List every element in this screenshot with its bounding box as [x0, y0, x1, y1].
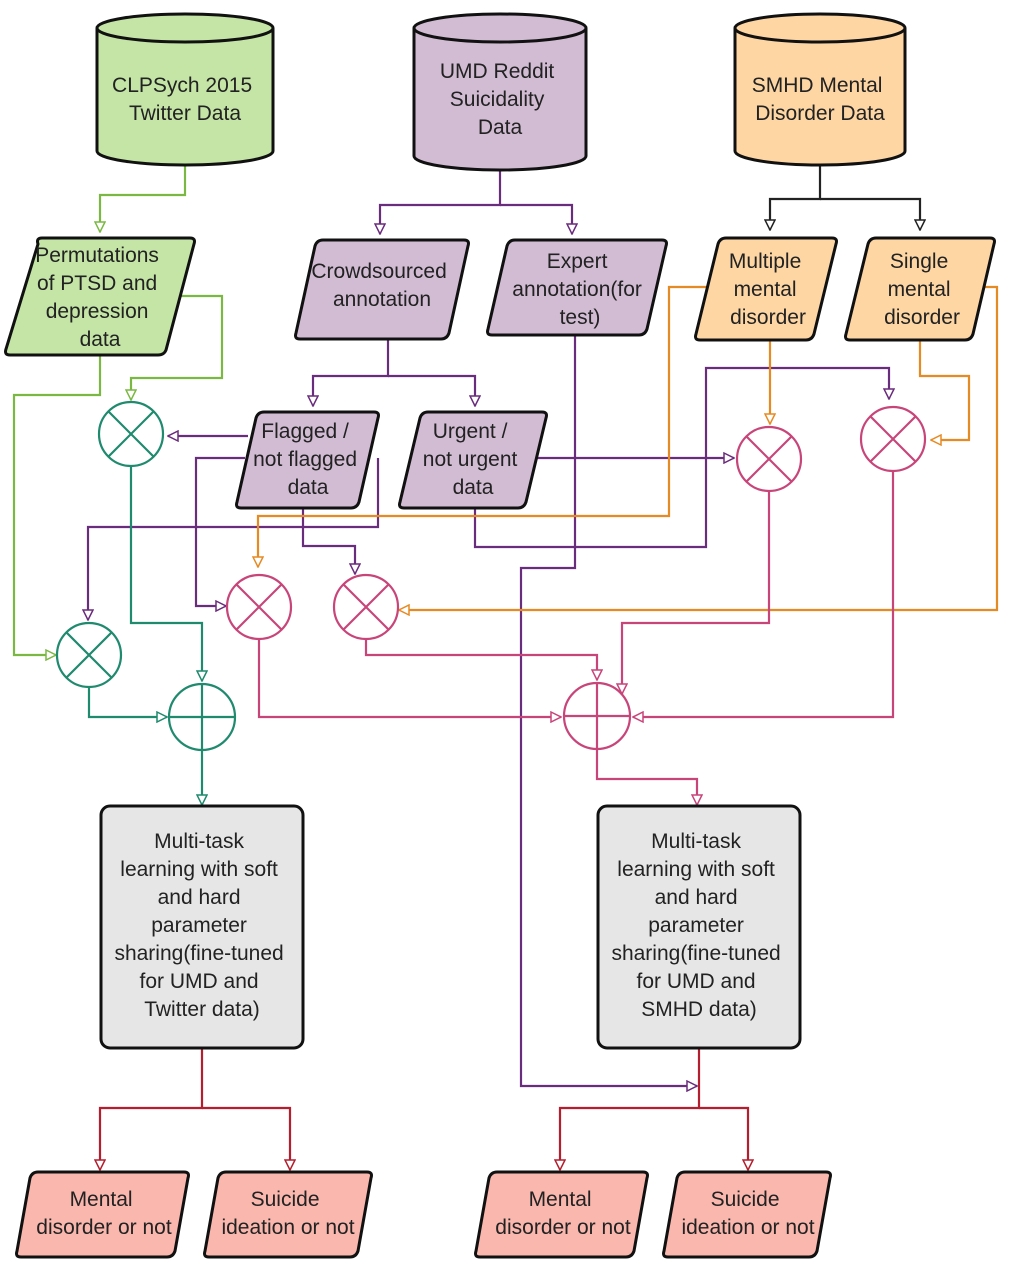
pink-multiply-operator-flagged: [225, 573, 293, 641]
teal-connectors: [87, 467, 202, 805]
pink-mult2-to-sum-line: [364, 640, 597, 680]
right-model-box: Multi-task learning with soft and hard p…: [596, 804, 802, 1050]
green-connectors: [12, 162, 224, 655]
expert-to-output-line: [519, 335, 697, 1086]
teal-sum-operator: [167, 682, 237, 752]
single-disorder-node: Single mental disorder: [844, 236, 996, 342]
multiple-disorder-node: Multiple mental disorder: [694, 236, 838, 342]
reddit-data-label: UMD Reddit Suicidality Data: [440, 60, 560, 139]
urgent-node: Urgent / not urgent data: [398, 410, 548, 510]
urgent-to-single-mult-line: [473, 366, 889, 549]
single-to-pink-mult2-line: [399, 285, 999, 610]
twitter-to-permutations-line: [100, 162, 187, 232]
crowdsourced-split-line: [313, 339, 390, 406]
connectors: [12, 162, 999, 1170]
black-connectors: [770, 163, 920, 230]
purple-connectors: [88, 168, 889, 1086]
right-model-split-line: [560, 1048, 701, 1170]
flagged-node: Flagged / not flagged data: [235, 410, 380, 510]
pink-mult-to-sum-line: [257, 640, 561, 717]
smhd-split-line: [770, 163, 822, 230]
pink-sum-to-model-line: [595, 749, 697, 805]
operators: [55, 400, 927, 752]
permutations-to-lower-mult-line: [12, 355, 102, 655]
teal-mult-to-sum-line: [129, 467, 202, 681]
flagged-label: Flagged / not flagged data: [253, 420, 363, 499]
pink-multiply-operator-multiple: [735, 425, 803, 493]
left-model-label: Multi-task learning with soft and hard p…: [114, 830, 289, 1021]
left-mental-output-label: Mental disorder or not: [36, 1188, 172, 1239]
left-mental-output: Mental disorder or not: [15, 1170, 190, 1259]
multiple-to-pink-mult-line: [258, 285, 715, 567]
left-model-split-line: [100, 1048, 204, 1170]
left-model-box: Multi-task learning with soft and hard p…: [99, 804, 305, 1050]
right-model-split-line-right: [699, 1106, 748, 1170]
red-connectors: [100, 1048, 748, 1170]
left-model-split-line-right: [202, 1106, 290, 1170]
twitter-data-source: CLPSych 2015 Twitter Data: [95, 12, 275, 167]
pink-multiply-operator-urgent: [859, 405, 927, 473]
pink-sum-operator: [562, 681, 632, 751]
right-mental-output-label: Mental disorder or not: [495, 1188, 631, 1239]
smhd-split-line-right: [820, 197, 920, 230]
permutations-label: Permutations of PTSD and depression data: [35, 244, 165, 351]
single-mult-to-sum-line: [633, 471, 895, 717]
expert-label: Expert annotation(for test): [512, 250, 647, 329]
multiple-mult-to-sum-line: [622, 492, 771, 694]
expert-node: Expert annotation(for test): [486, 238, 668, 337]
teal-lower-multiply-operator: [55, 621, 123, 689]
urgent-label: Urgent / not urgent data: [423, 420, 523, 499]
twitter-data-label: CLPSych 2015 Twitter Data: [112, 74, 258, 125]
smhd-data-label: SMHD Mental Disorder Data: [752, 74, 889, 125]
reddit-split-line-right: [500, 203, 572, 234]
lower-mult-to-sum-line: [87, 687, 167, 717]
flagged-to-pink-mult-line: [194, 456, 245, 606]
single-to-mult-line: [918, 340, 971, 440]
reddit-split-line: [380, 168, 502, 234]
reddit-data-source: UMD Reddit Suicidality Data: [412, 12, 588, 172]
flagged-to-pink-mult2-line: [301, 508, 355, 574]
permutations-to-teal-mult-line: [131, 294, 224, 400]
right-model-label: Multi-task learning with soft and hard p…: [611, 830, 786, 1021]
left-suicide-output-label: Suicide ideation or not: [221, 1188, 354, 1239]
teal-multiply-operator: [97, 400, 165, 468]
crowdsourced-label: Crowdsourced annotation: [311, 260, 452, 311]
right-suicide-output: Suicide ideation or not: [662, 1170, 832, 1259]
right-suicide-output-label: Suicide ideation or not: [681, 1188, 814, 1239]
pink-connectors: [257, 471, 895, 805]
smhd-data-source: SMHD Mental Disorder Data: [733, 12, 907, 167]
single-disorder-label: Single mental disorder: [884, 250, 960, 329]
multiple-disorder-label: Multiple mental disorder: [729, 250, 807, 329]
right-mental-output: Mental disorder or not: [474, 1170, 649, 1259]
permutations-node: Permutations of PTSD and depression data: [4, 236, 196, 357]
left-suicide-output: Suicide ideation or not: [203, 1170, 373, 1259]
crowdsourced-node: Crowdsourced annotation: [294, 238, 470, 341]
crowdsourced-split-line-right: [388, 374, 475, 406]
urgent-to-lower-mult-line: [88, 458, 380, 620]
pink-multiply-operator-single: [332, 573, 400, 641]
orange-connectors: [258, 285, 999, 610]
